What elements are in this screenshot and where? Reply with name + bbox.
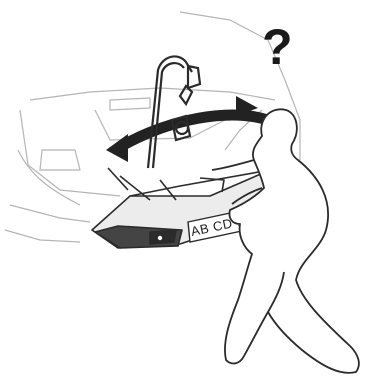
person-figure <box>212 109 359 373</box>
rack-arch <box>148 56 200 168</box>
question-mark: ? <box>262 19 293 75</box>
